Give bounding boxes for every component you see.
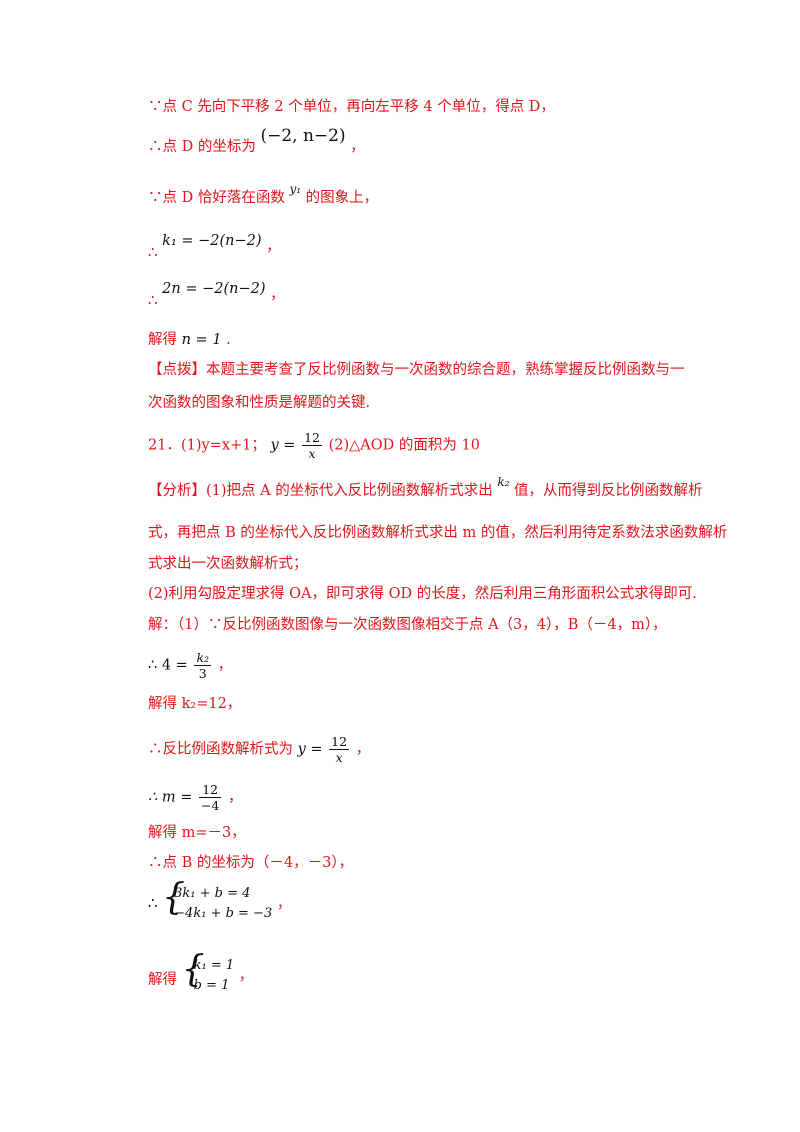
fraction: 12 −4 — [198, 782, 222, 813]
line-system-1: ∴ { 3k₁ + b = 4 −4k₁ + b = −3 ， — [148, 878, 292, 924]
equation-row: 3k₁ + b = 4 — [174, 886, 251, 901]
brace-icon: { — [162, 877, 186, 918]
line-4-equals-k2-over-3: ∴ 4 = k₂ 3 ， — [148, 650, 232, 681]
line-text: 解得 k₂=12， — [148, 696, 242, 712]
line-text: 式，再把点 B 的坐标代入反比例函数解析式求出 m 的值，然后利用待定系数法求函… — [148, 525, 728, 541]
punctuation: ， — [217, 657, 233, 674]
fraction: 12 x — [302, 430, 322, 461]
math-expression: y = — [270, 437, 296, 454]
equation-row: b = 1 — [193, 978, 230, 993]
hint-line-2: 次函数的图象和性质是解题的关键. — [148, 393, 370, 413]
equation-row: −4k₁ + b = −3 — [174, 906, 273, 921]
line-text: 值，从而得到反比例函数解析 — [514, 483, 703, 499]
fraction-numerator: 12 — [198, 782, 222, 798]
fraction-numerator: 12 — [329, 734, 350, 750]
analysis-line-4: (2)利用勾股定理求得 OA，即可求得 OD 的长度，然后利用三角形面积公式求得… — [148, 584, 697, 604]
punctuation: ， — [270, 287, 285, 303]
line-inverse-function: ∴反比例函数解析式为 y = 12 x ， — [148, 734, 370, 765]
brace-icon: { — [181, 949, 205, 990]
line-text: 次函数的图象和性质是解题的关键. — [148, 395, 371, 411]
line-text: ∵点 D 恰好落在函数 — [148, 190, 285, 206]
fraction-denominator: −4 — [200, 798, 220, 813]
solution-line-1: 解：（1）∵反比例函数图像与一次函数图像相交于点 A（3，4），B（－4，m）， — [148, 615, 667, 635]
fraction-denominator: 3 — [198, 666, 207, 681]
punctuation: ， — [276, 896, 292, 912]
punctuation: ， — [238, 968, 254, 984]
line-text: 解：（1）∵反比例函数图像与一次函数图像相交于点 A（3，4），B（－4，m）， — [148, 617, 667, 633]
math-expression: 2n = −2(n−2) — [162, 281, 266, 297]
line-m-equals: ∴ m = 12 −4 ， — [148, 782, 243, 813]
fraction-numerator: k₂ — [194, 650, 212, 666]
fraction-denominator: x — [308, 446, 316, 461]
line-text: (2)△AOD 的面积为 10 — [328, 437, 480, 454]
line-k1-equation: ∴ k₁ = −2(n−2) ， — [148, 233, 281, 261]
punctuation: . — [226, 332, 231, 348]
fraction: k₂ 3 — [194, 650, 212, 681]
line-text: 【分析】(1)把点 A 的坐标代入反比例函数解析式求出 — [148, 483, 493, 499]
math-symbol: k₂ — [497, 475, 510, 489]
line-text: 解得 — [148, 972, 177, 988]
line-text: 解得 — [148, 332, 177, 348]
analysis-line-3: 式求出一次函数解析式； — [148, 554, 308, 574]
analysis-line-1: 【分析】(1)把点 A 的坐标代入反比例函数解析式求出 k₂ 值，从而得到反比例… — [148, 475, 703, 501]
punctuation: ， — [350, 139, 365, 155]
math-expression: n = 1 — [181, 332, 222, 348]
math-expression: k₁ = −2(n−2) — [162, 233, 262, 249]
fraction: 12 x — [329, 734, 350, 765]
math-expression: ∴ 4 = — [148, 657, 188, 674]
line-text: ∴点 D 的坐标为 — [148, 139, 256, 155]
equation-system: { 3k₁ + b = 4 −4k₁ + b = −3 — [162, 878, 273, 924]
line-text: 式求出一次函数解析式； — [148, 556, 308, 572]
fraction-denominator: x — [335, 750, 343, 765]
line-2n-equation: ∴ 2n = −2(n−2) ， — [148, 281, 285, 309]
math-expression: (−2, n−2) — [260, 126, 346, 146]
line-translation: ∵点 C 先向下平移 2 个单位，再向左平移 4 个单位，得点 D， — [148, 97, 555, 117]
line-text: ∴点 B 的坐标为（－4，－3）， — [148, 855, 354, 871]
punctuation: ， — [266, 239, 281, 255]
line-text: 【点拨】本题主要考查了反比例函数与一次函数的综合题，熟练掌握反比例函数与一 — [148, 362, 685, 378]
therefore-symbol: ∴ — [148, 291, 158, 309]
line-solve-n: 解得 n = 1 . — [148, 330, 231, 350]
math-symbol: y₁ — [289, 182, 302, 196]
punctuation: ， — [228, 789, 243, 806]
line-text: 21．(1)y=x+1； — [148, 437, 266, 454]
line-b-coordinate: ∴点 B 的坐标为（－4，－3）， — [148, 853, 353, 873]
equation-system: { k₁ = 1 b = 1 — [182, 950, 235, 996]
hint-line-1: 【点拨】本题主要考查了反比例函数与一次函数的综合题，熟练掌握反比例函数与一 — [148, 360, 685, 380]
therefore-symbol: ∴ — [148, 243, 158, 261]
therefore-symbol: ∴ — [148, 894, 158, 912]
math-expression: ∴ m = — [148, 789, 193, 806]
line-text: ∵点 C 先向下平移 2 个单位，再向左平移 4 个单位，得点 D， — [148, 99, 555, 115]
equation-row: k₁ = 1 — [193, 958, 235, 973]
line-text: 的图象上， — [305, 190, 379, 206]
line-d-on-graph: ∵点 D 恰好落在函数 y₁ 的图象上， — [148, 182, 379, 208]
line-m-value: 解得 m=－3， — [148, 823, 246, 843]
question-21-answer: 21．(1)y=x+1； y = 12 x (2)△AOD 的面积为 10 — [148, 430, 480, 461]
punctuation: ， — [355, 741, 371, 758]
line-text: (2)利用勾股定理求得 OA，即可求得 OD 的长度，然后利用三角形面积公式求得… — [148, 586, 697, 602]
line-k2-equals-12: 解得 k₂=12， — [148, 694, 241, 714]
line-system-2: 解得 { k₁ = 1 b = 1 ， — [148, 950, 254, 996]
math-expression: y = — [297, 741, 323, 758]
line-text: 解得 m=－3， — [148, 825, 246, 841]
line-d-coordinate: ∴点 D 的坐标为 (−2, n−2) ， — [148, 126, 365, 157]
analysis-line-2: 式，再把点 B 的坐标代入反比例函数解析式求出 m 的值，然后利用待定系数法求函… — [148, 523, 727, 543]
fraction-numerator: 12 — [302, 430, 322, 446]
line-text: ∴反比例函数解析式为 — [148, 741, 293, 758]
